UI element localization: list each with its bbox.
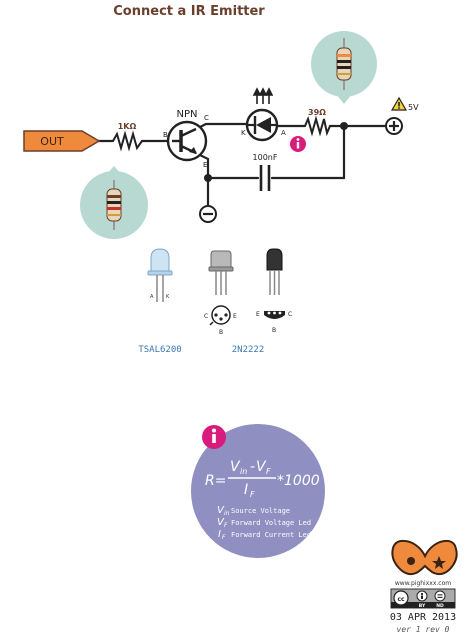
cc-icon: cc [393, 590, 409, 606]
out-label: OUT [40, 135, 64, 148]
license-badge: cc BY ND [390, 588, 456, 609]
pin-e-label: E [203, 161, 207, 169]
pin-b-label: B [163, 131, 168, 139]
to92-pin-b: B [272, 327, 276, 334]
transistor-part-name: 2N2222 [232, 345, 265, 355]
led-k-label: K [241, 129, 246, 137]
led-part-name: TSAL6200 [138, 345, 181, 355]
resistor-led-symbol [304, 115, 331, 137]
junction-dot [340, 122, 348, 130]
to18-pin-e: E [233, 313, 237, 320]
npn-transistor [166, 120, 208, 162]
footer-version: ver 1 rev 0 [397, 625, 450, 634]
formula-panel: R= V in - V F I F *1000 V in Source Volt… [191, 424, 325, 558]
to18-pin-c: C [204, 313, 208, 320]
capacitor-value: 100nF [253, 153, 278, 162]
formula-den-sub: F [250, 490, 255, 499]
led-pin-a: A [150, 294, 154, 300]
supply-voltage-label: 5V [408, 103, 419, 112]
info-icon [290, 136, 306, 152]
capacitor-symbol [259, 165, 271, 191]
legend-row: V F Forward Voltage Led [217, 517, 311, 529]
svg-text:V: V [217, 517, 225, 528]
resistor-led-bubble [311, 31, 377, 104]
resistor-led-value: 39Ω [308, 108, 326, 117]
legend-row: I F Forward Current Led [218, 529, 311, 541]
legend-row: V in Source Voltage [217, 505, 290, 517]
to92-package [264, 248, 285, 319]
to18-pin-b: B [219, 329, 223, 336]
formula-vin-sub: in [240, 467, 247, 476]
led-a-label: A [281, 129, 286, 137]
site-url: www.pighixxx.com [395, 580, 451, 587]
svg-text:I: I [218, 529, 221, 540]
svg-text:in: in [224, 510, 230, 517]
svg-text:Forward Current Led: Forward Current Led [231, 531, 311, 539]
formula-info-icon [202, 425, 226, 449]
formula-vf-sub: F [266, 467, 271, 476]
footer-date: 03 APR 2013 [390, 612, 456, 623]
svg-text:F: F [222, 534, 226, 541]
wires [96, 122, 388, 214]
pin-c-label: C [204, 114, 209, 122]
junction-dot [204, 174, 212, 182]
svg-text:Forward Voltage Led: Forward Voltage Led [231, 519, 311, 527]
to92-pin-c: C [288, 311, 292, 318]
nd-icon [434, 590, 446, 602]
formula-minus: - [250, 459, 255, 475]
emission-arrows-icon [252, 87, 274, 104]
svg-text:F: F [224, 522, 228, 529]
license-by-label: BY [419, 603, 426, 609]
warning-icon [390, 96, 408, 111]
ir-led-symbol [245, 108, 279, 142]
resistor-base-bubble [80, 166, 148, 239]
out-connector: OUT [23, 130, 101, 152]
to18-package [208, 250, 234, 326]
page-title: Connect a IR Emitter [113, 4, 265, 19]
by-icon [416, 590, 428, 602]
formula-vf: V [256, 459, 267, 475]
svg-text:V: V [217, 505, 225, 516]
formula-vin: V [230, 459, 241, 475]
ir-led-package [147, 248, 173, 302]
svg-text:Source Voltage: Source Voltage [231, 507, 290, 515]
npn-label: NPN [177, 109, 198, 120]
ground-terminal [199, 205, 217, 223]
led-pin-k: K [166, 294, 170, 300]
formula-den: I [244, 482, 248, 498]
supply-terminal [385, 117, 403, 135]
formula-r: R= [205, 473, 226, 489]
resistor-base-symbol [112, 130, 143, 152]
pighixxx-logo [391, 539, 458, 576]
svg-text:cc: cc [397, 596, 405, 603]
formula-multiplier: *1000 [277, 473, 320, 489]
license-nd-label: ND [436, 603, 444, 609]
to92-pin-e: E [256, 311, 260, 318]
resistor-base-value: 1KΩ [118, 122, 137, 131]
